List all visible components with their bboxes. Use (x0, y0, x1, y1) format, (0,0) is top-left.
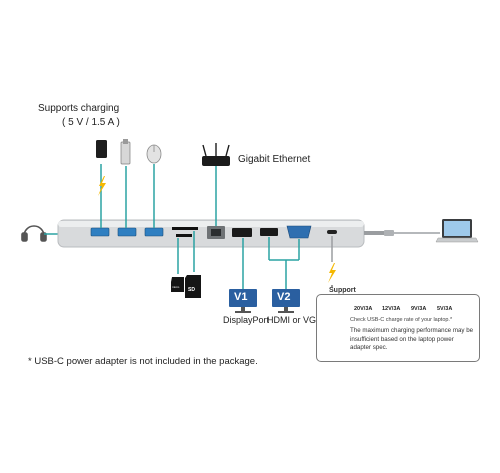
rating-12v: 12V/3A (382, 306, 401, 312)
rating-20v: 20V/3A (354, 306, 373, 312)
laptop-icon (435, 219, 479, 243)
displayport-port (232, 228, 252, 237)
router-icon (202, 143, 230, 166)
check-charge-rate-note: Check USB-C charge rate of your laptop.* (350, 317, 453, 323)
charging-bolt-icon (98, 176, 106, 196)
microsd-card-icon (171, 277, 184, 292)
sd-card-slot (172, 227, 198, 230)
sd-card-label: SD (188, 287, 195, 293)
vga-port (286, 225, 312, 239)
microsd-card-label: micro (172, 285, 180, 289)
gigabit-ethernet-label: Gigabit Ethernet (238, 154, 311, 165)
hdmi-port (260, 228, 278, 236)
hdmi-or-vga-label: HDMI or VGA (267, 315, 323, 325)
usb-port-2 (117, 227, 137, 237)
charging-warning-text: The maximum charging performance may be … (350, 327, 474, 351)
displayport-label: DisplayPort (223, 315, 270, 325)
power-bolt-icon (328, 263, 336, 283)
monitor-v2-icon (272, 289, 300, 313)
sd-card-icon (185, 275, 201, 298)
usb-stick-icon (120, 139, 131, 165)
microsd-card-slot (176, 234, 192, 237)
support-info-box: Support 20V/3A 12V/3A 9V/3A 5V/3A Check … (316, 287, 480, 362)
usb-port-1 (90, 227, 110, 237)
support-title: Support (327, 287, 358, 294)
monitor-v1-icon (229, 289, 257, 313)
rating-5v: 5V/3A (437, 306, 453, 312)
monitor-v2-label: V2 (277, 291, 291, 303)
supports-charging-label: Supports charging (38, 103, 120, 114)
mouse-icon (146, 144, 162, 164)
phone-icon (96, 140, 107, 158)
charging-spec-label: ( 5 V / 1.5 A ) (62, 117, 120, 128)
usb-c-port (327, 230, 337, 234)
usb-port-3 (144, 227, 164, 237)
monitor-v1-label: V1 (234, 291, 248, 303)
rating-9v: 9V/3A (411, 306, 427, 312)
headphones-icon (21, 225, 47, 242)
footnote: * USB-C power adapter is not included in… (28, 356, 258, 367)
